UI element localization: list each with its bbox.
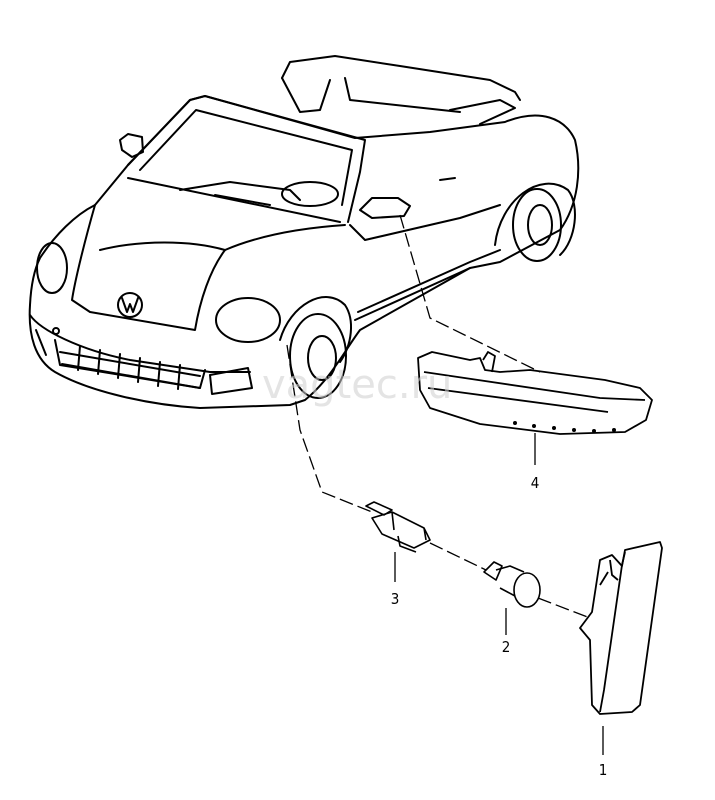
connector-part-3	[365, 501, 431, 553]
callout-1: 1	[599, 761, 608, 779]
callout-3: 3	[391, 590, 400, 608]
bulb-part-2	[483, 561, 541, 608]
callout-4: 4	[531, 474, 540, 492]
car-illustration	[28, 55, 580, 409]
watermark-text: vagtec.ru	[262, 362, 452, 408]
callout-leaders	[394, 433, 604, 755]
mirror-indicator-part-4	[417, 351, 653, 435]
leader-lines	[286, 214, 591, 619]
side-marker-part-1	[579, 541, 663, 715]
callout-2: 2	[502, 638, 511, 656]
